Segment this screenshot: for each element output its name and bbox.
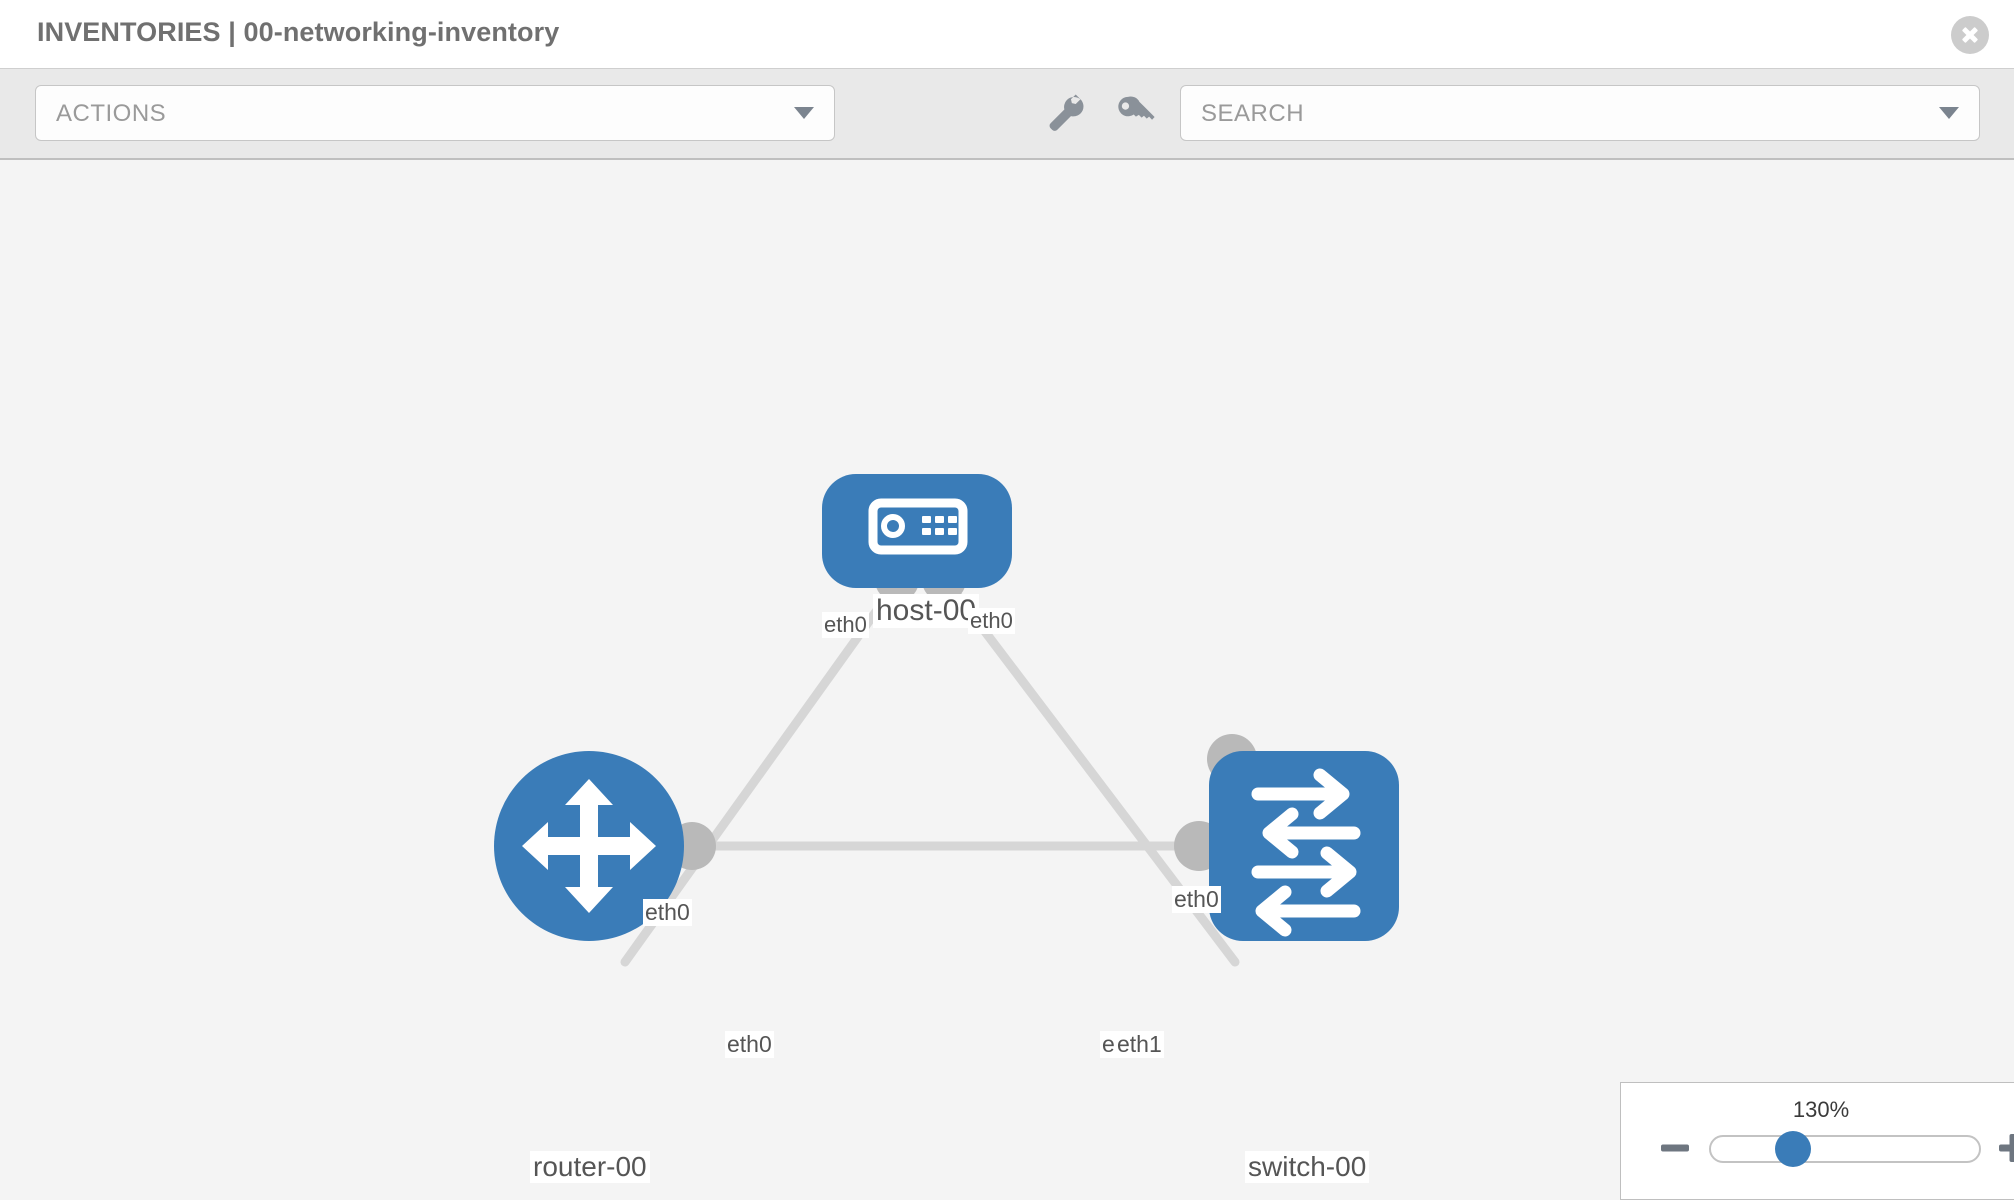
edge-label-router-up: eth0	[643, 899, 692, 926]
search-placeholder: SEARCH	[1201, 100, 1305, 127]
switch-arrows-icon	[1251, 768, 1361, 937]
zoom-control-panel: 130%	[1620, 1082, 2014, 1200]
edge-group	[620, 587, 1240, 967]
edge-label-router-right: eth0	[725, 1031, 774, 1058]
plus-icon[interactable]	[1996, 1131, 2014, 1165]
key-icon[interactable]	[1113, 91, 1157, 135]
edge-label-host-right: eth0	[968, 608, 1015, 634]
page-title: INVENTORIES | 00-networking-inventory	[37, 17, 560, 47]
topology-canvas[interactable]: host-00 router-00 switch-00 eth0 eth0 et…	[0, 162, 2014, 1200]
wrench-icon[interactable]	[1044, 91, 1088, 135]
search-input[interactable]: SEARCH	[1180, 85, 1980, 141]
node-label-switch: switch-00	[1245, 1151, 1370, 1184]
server-icon	[868, 498, 968, 555]
actions-dropdown-label: ACTIONS	[56, 100, 167, 127]
minus-icon[interactable]	[1658, 1131, 1692, 1165]
node-label-router: router-00	[530, 1151, 650, 1184]
edge-label-host-left: eth0	[822, 612, 869, 638]
topology-graph	[494, 474, 1399, 967]
actions-dropdown[interactable]: ACTIONS	[35, 85, 835, 141]
chevron-down-icon	[794, 107, 814, 119]
node-label-host: host-00	[873, 594, 980, 629]
edge-label-switch-left-eth1: eth1	[1115, 1031, 1164, 1058]
node-switch-00	[1209, 751, 1399, 941]
zoom-slider-thumb[interactable]	[1775, 1131, 1811, 1167]
toolbar: ACTIONS SEARCH	[0, 68, 2014, 160]
chevron-down-icon	[1939, 107, 1959, 119]
page-header: INVENTORIES | 00-networking-inventory	[0, 0, 2014, 68]
zoom-level-value: 130%	[1792, 1097, 1850, 1122]
router-arrows-icon	[522, 779, 656, 913]
node-host-00	[822, 474, 1012, 588]
close-icon[interactable]	[1951, 16, 1989, 54]
node-router-00	[494, 751, 684, 941]
zoom-slider-track[interactable]	[1709, 1135, 1981, 1163]
edge-label-switch-up: eth0	[1172, 886, 1221, 913]
